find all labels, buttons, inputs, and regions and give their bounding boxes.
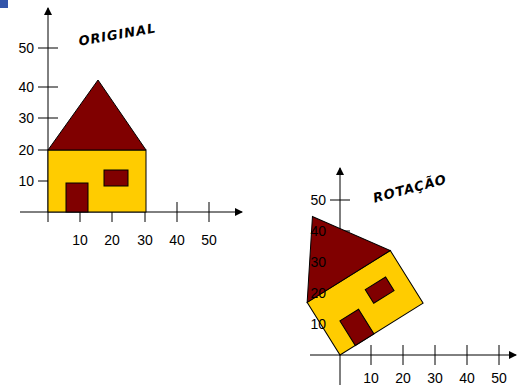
axis-tick-label: 30	[310, 255, 326, 269]
axis-tick-label: 10	[310, 317, 326, 331]
axis-tick-label: 20	[310, 286, 326, 300]
axis-tick-label: 20	[395, 371, 411, 385]
axis-tick-label: 40	[310, 224, 326, 238]
axis-tick-label: 20	[104, 233, 120, 247]
axis-tick-label: 40	[169, 233, 185, 247]
axis-tick-label: 50	[310, 193, 326, 207]
axis-tick-label: 10	[363, 371, 379, 385]
axis-tick-label: 50	[491, 371, 507, 385]
axis-tick-label: 40	[18, 80, 34, 94]
title-label: ORIGINAL	[77, 21, 157, 47]
axis-tick-label: 50	[18, 41, 34, 55]
title-label: ROTAÇÃO	[372, 172, 449, 204]
axis-tick-label: 30	[18, 111, 34, 125]
axis-tick-label: 50	[201, 233, 217, 247]
axis-tick-label: 30	[427, 371, 443, 385]
axis-tick-label: 30	[137, 233, 153, 247]
axis-tick-label: 20	[18, 143, 34, 157]
axis-tick-label: 40	[459, 371, 475, 385]
axis-tick-label: 10	[18, 174, 34, 188]
axis-tick-label: 10	[72, 233, 88, 247]
